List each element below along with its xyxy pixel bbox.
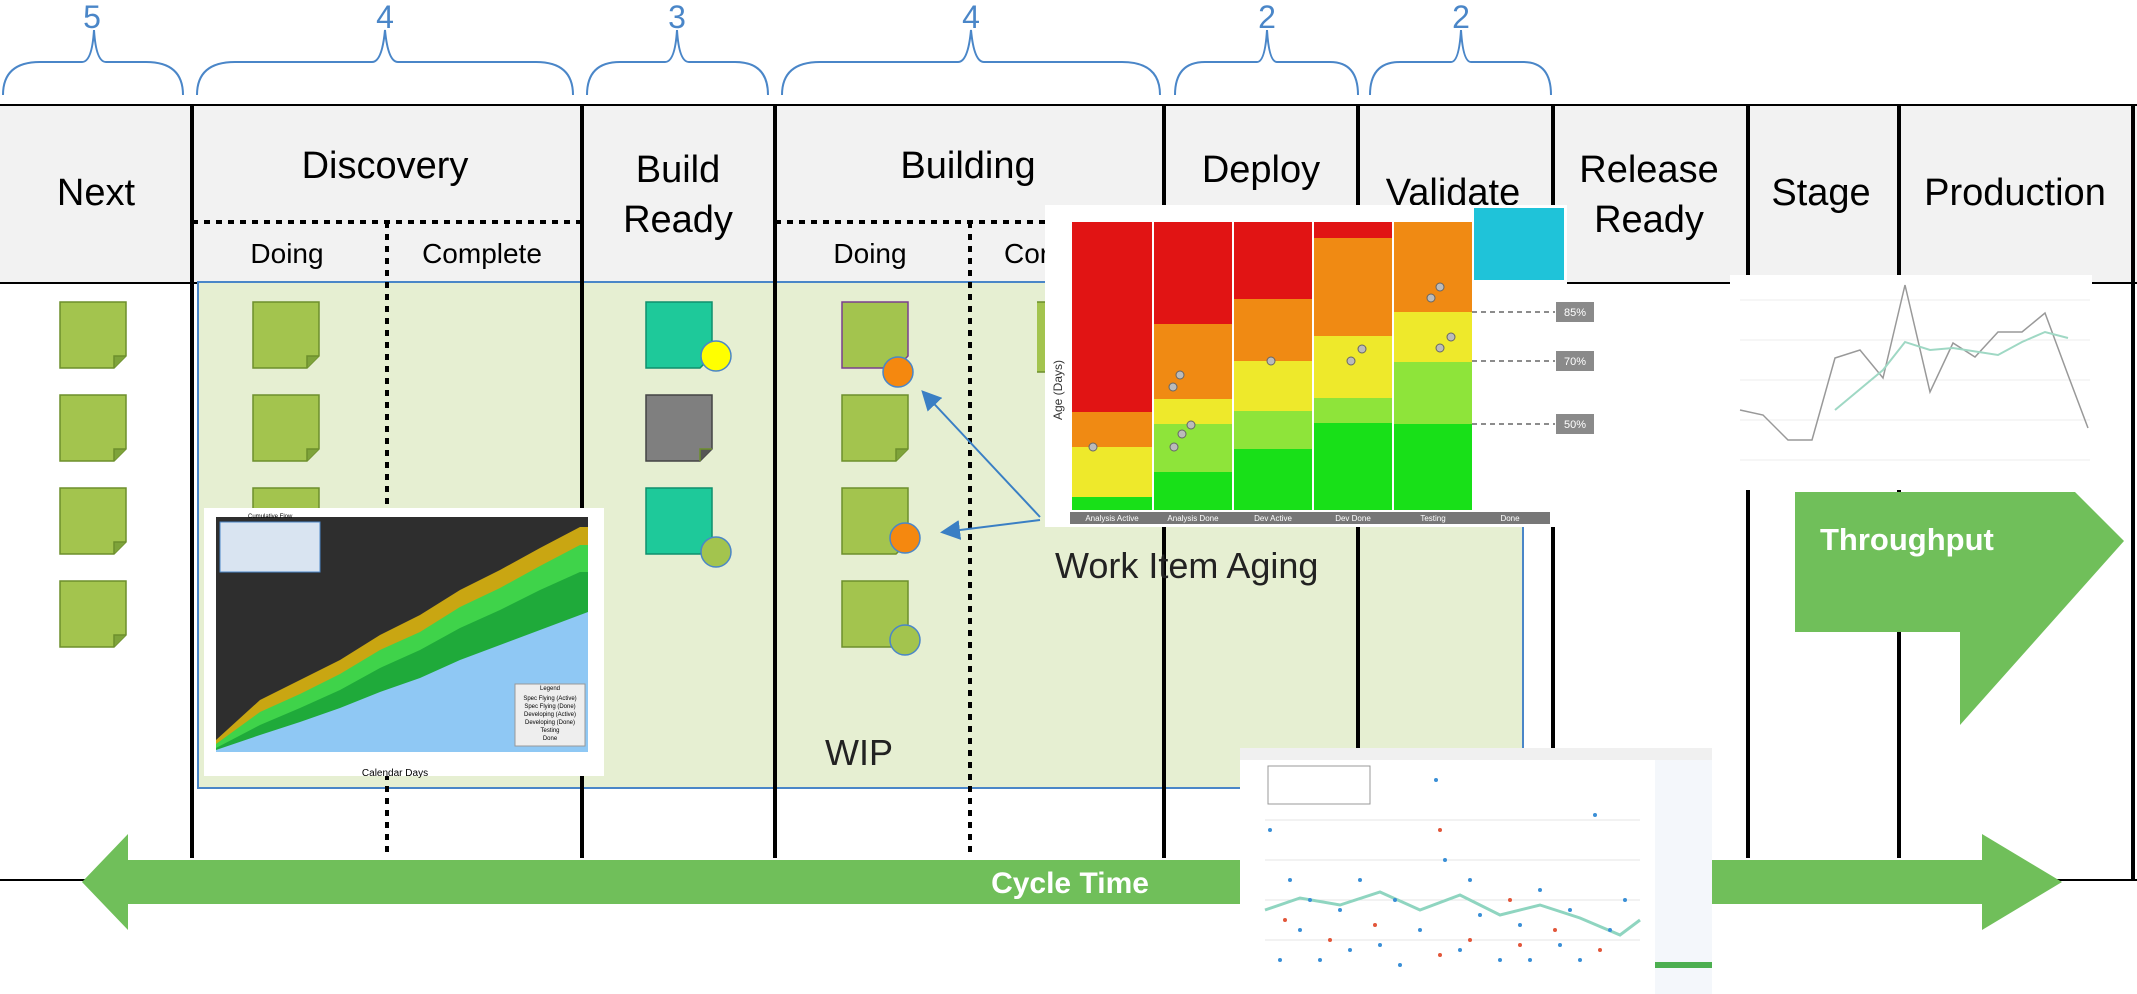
subheader-discovery-doing: Doing xyxy=(250,238,323,269)
cfd-legend-item: Developing (Done) xyxy=(525,720,575,726)
brace-discovery xyxy=(196,29,574,96)
wip-limit-discovery: 4 xyxy=(376,0,394,35)
column-headers: Next Discovery Build Ready Building Depl… xyxy=(57,145,2106,241)
wip-limit-next: 5 xyxy=(83,0,101,35)
cfd-legend-item: Developing (Active) xyxy=(524,712,576,718)
aging-stage-label: Done xyxy=(1500,514,1520,523)
subcolumn-headers: Doing Complete Doing Cor xyxy=(250,238,1049,269)
header-discovery: Discovery xyxy=(302,145,469,187)
aging-chart-inset: Age (Days) Analysis Active Analysis Done… xyxy=(1045,205,1594,527)
cycle-time-label: Cycle Time xyxy=(991,867,1149,900)
subheader-building-complete: Cor xyxy=(1004,238,1049,269)
subheader-discovery-complete: Complete xyxy=(422,238,542,269)
aging-stage-label: Analysis Active xyxy=(1085,514,1139,523)
wip-limit-building: 4 xyxy=(962,0,980,35)
cycle-time-arrow: Cycle Time xyxy=(82,834,2062,930)
cards xyxy=(59,301,1048,656)
throughput-arrow: Throughput xyxy=(1795,492,2124,725)
header-building: Building xyxy=(900,145,1035,187)
cfd-legend-item: Spec Flying (Active) xyxy=(523,696,576,702)
aging-arrows xyxy=(921,390,1041,540)
header-build-ready-1: Build xyxy=(636,149,721,191)
aging-stage-label: Dev Active xyxy=(1254,514,1292,523)
throughput-chart-inset xyxy=(1730,275,2092,490)
aging-ylabel: Age (Days) xyxy=(1051,360,1065,420)
header-stage: Stage xyxy=(1771,172,1870,214)
percentile-85: 85% xyxy=(1564,307,1586,319)
header-build-ready-2: Ready xyxy=(623,199,733,241)
building-doing-cards xyxy=(841,301,921,656)
percentile-50: 50% xyxy=(1564,419,1586,431)
aging-stage-label: Testing xyxy=(1420,514,1445,523)
brace-build-ready xyxy=(586,29,769,96)
work-item-aging-label: Work Item Aging xyxy=(1055,545,1318,586)
wip-limit-build-ready: 3 xyxy=(668,0,686,35)
cfd-title: Cumulative Flow xyxy=(248,514,293,520)
header-production: Production xyxy=(1924,172,2106,214)
header-release-ready-2: Ready xyxy=(1594,199,1704,241)
cfd-xlabel: Calendar Days xyxy=(362,768,428,779)
wip-limit-braces xyxy=(2,29,1552,96)
aging-stage-label: Analysis Done xyxy=(1167,514,1219,523)
wip-limit-validate: 2 xyxy=(1452,0,1470,35)
cfd-legend-title: Legend xyxy=(540,686,560,692)
throughput-label: Throughput xyxy=(1820,522,1994,557)
cfd-legend-item: Done xyxy=(543,736,558,742)
header-release-ready-1: Release xyxy=(1579,149,1718,191)
brace-building xyxy=(781,29,1161,96)
brace-next xyxy=(2,29,184,96)
header-deploy: Deploy xyxy=(1202,149,1320,191)
wip-label: WIP xyxy=(825,732,893,773)
cfd-chart-inset: Cumulative Flow Calendar Days Legend Spe… xyxy=(204,508,604,779)
header-next: Next xyxy=(57,172,136,214)
wip-limit-numbers: 5 4 3 4 2 2 xyxy=(83,0,1470,35)
wip-limit-deploy: 2 xyxy=(1258,0,1276,35)
cycle-time-scatter-inset xyxy=(1240,748,1712,994)
build-ready-cards xyxy=(645,301,732,568)
cfd-legend-item: Spec Flying (Done) xyxy=(524,704,575,710)
next-cards xyxy=(59,301,127,648)
cfd-legend xyxy=(514,683,586,747)
aging-stage-label: Dev Done xyxy=(1335,514,1371,523)
brace-validate xyxy=(1369,29,1552,96)
percentile-70: 70% xyxy=(1564,356,1586,368)
brace-deploy xyxy=(1174,29,1359,96)
subheader-building-doing: Doing xyxy=(833,238,906,269)
cfd-legend-item: Testing xyxy=(540,728,559,734)
